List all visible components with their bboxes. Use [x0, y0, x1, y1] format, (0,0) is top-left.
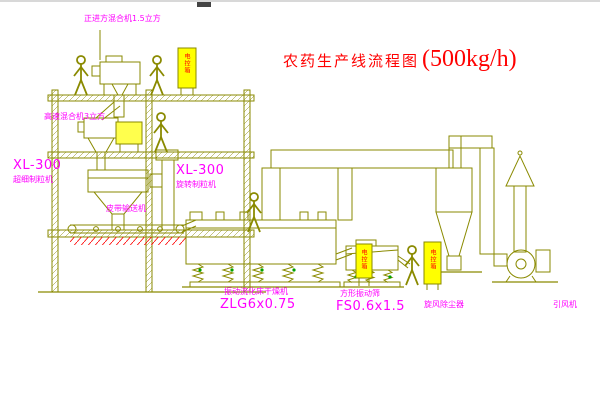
label-belt-conveyor: 皮带输送机: [106, 204, 146, 213]
label-dryer-model: ZLG6x0.75: [220, 297, 296, 312]
title-text: 农药生产线流程图: [283, 52, 420, 70]
label-granulator-right-model: XL-300: [176, 163, 225, 178]
floor-hatch: [70, 237, 186, 245]
control-cabinet-1: [177, 47, 197, 95]
worker-figure: [153, 112, 169, 153]
cabinet-label-2: 电控箱: [360, 249, 367, 270]
label-fan: 引风机: [553, 300, 577, 309]
belt-conveyor: [67, 219, 197, 234]
control-cabinet-3: [423, 241, 442, 290]
worker-figure: [149, 55, 165, 96]
label-cyclone: 旋风除尘器: [424, 300, 464, 309]
label-granulator-left-model: XL-300: [13, 158, 62, 173]
screen-artifact: [197, 2, 211, 7]
label-high-speed-mixer: 高速混合机3立方: [44, 112, 106, 121]
label-dryer-name: 振动流化床干燥机: [224, 287, 288, 296]
cabinet-label-1: 电控箱: [183, 53, 190, 74]
cyclone-separator: [435, 167, 473, 271]
label-top-mixer: 正进方混合机1.5立方: [84, 14, 161, 23]
vibrating-sieve: [335, 239, 411, 288]
exhaust-stack: [505, 150, 535, 253]
control-cabinet-2: [355, 243, 373, 286]
high-speed-mixer: [77, 117, 143, 171]
label-granulator-left-name: 超细制粒机: [13, 175, 53, 184]
worker-figure: [73, 55, 89, 96]
cabinet-label-3: 电控箱: [429, 249, 436, 270]
bucket-elevator: [155, 149, 179, 231]
fluid-bed-dryer: [185, 211, 341, 288]
page-title: 农药生产线流程图 (500kg/h): [283, 46, 517, 73]
worker-figure: [404, 245, 420, 286]
square-mixer: [91, 30, 141, 121]
induced-draft-fan: [505, 249, 551, 283]
title-capacity: (500kg/h): [422, 46, 517, 72]
label-sieve-name: 方形振动筛: [340, 289, 380, 298]
label-sieve-model: FS0.6x1.5: [336, 299, 406, 314]
label-granulator-right-name: 旋转制粒机: [176, 180, 216, 189]
